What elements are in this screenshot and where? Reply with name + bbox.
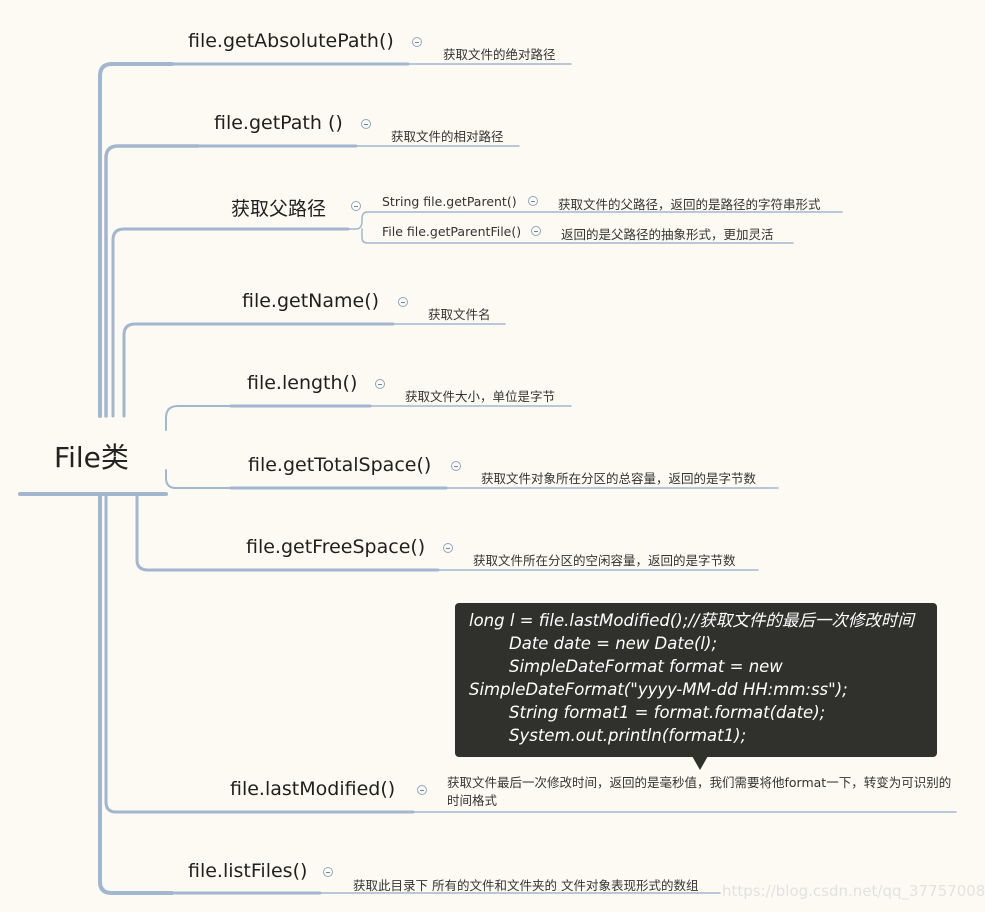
note-line: Date date = new Date(l); [509, 634, 718, 653]
collapse-icon[interactable] [412, 37, 422, 47]
branch-getabsolutepath[interactable]: file.getAbsolutePath() [188, 30, 394, 52]
branch-lastmodified[interactable]: file.lastModified() [230, 778, 396, 800]
collapse-icon[interactable] [531, 226, 541, 236]
desc-listfiles: 获取此目录下 所有的文件和文件夹的 文件对象表现形式的数组 [353, 878, 699, 893]
collapse-icon[interactable] [361, 119, 371, 129]
desc-getparent: 获取文件的父路径，返回的是路径的字符串形式 [558, 197, 821, 212]
branch-getfreespace[interactable]: file.getFreeSpace() [246, 536, 426, 558]
collapse-icon[interactable] [528, 196, 538, 206]
note-line: System.out.println(format1); [509, 726, 747, 745]
note-line: SimpleDateFormat("yyyy-MM-dd HH:mm:ss"); [469, 680, 848, 699]
sub-getparentfile[interactable]: File file.getParentFile() [382, 224, 522, 239]
code-note-tooltip: long l = file.lastModified();//获取文件的最后一次… [455, 603, 937, 770]
branch-getpath[interactable]: file.getPath () [214, 112, 343, 134]
desc-lastmodified: 获取文件最后一次修改时间，返回的是毫秒值，我们需要将他format一下，转变为可… [447, 775, 952, 808]
branch-getname[interactable]: file.getName() [242, 290, 380, 312]
collapse-icon[interactable] [451, 461, 461, 471]
desc-gettotalspace: 获取文件对象所在分区的总容量，返回的是字节数 [481, 471, 757, 486]
branch-get-parent-path[interactable]: 获取父路径 [231, 198, 327, 220]
sub-getparent[interactable]: String file.getParent() [382, 194, 517, 209]
collapse-icon[interactable] [375, 379, 385, 389]
desc-getfreespace: 获取文件所在分区的空闲容量，返回的是字节数 [473, 553, 736, 568]
desc-getabsolutepath: 获取文件的绝对路径 [443, 47, 556, 62]
branch-gettotalspace[interactable]: file.getTotalSpace() [248, 454, 432, 476]
note-line: String format1 = format.format(date); [509, 703, 826, 722]
collapse-icon[interactable] [417, 785, 427, 795]
root-label: File类 [54, 441, 129, 474]
note-line: long l = file.lastModified();//获取文件的最后一次… [469, 611, 914, 630]
collapse-icon[interactable] [398, 297, 408, 307]
root-node[interactable]: File类 [54, 436, 129, 476]
watermark: https://blog.csdn.net/qq_37757008 [722, 882, 985, 900]
branch-listfiles[interactable]: file.listFiles() [188, 860, 308, 882]
desc-getpath: 获取文件的相对路径 [391, 129, 504, 144]
note-line: SimpleDateFormat format = new [509, 657, 783, 676]
desc-getname: 获取文件名 [428, 307, 491, 322]
desc-length: 获取文件大小，单位是字节 [405, 389, 556, 404]
desc-getparentfile: 返回的是父路径的抽象形式，更加灵活 [561, 227, 774, 242]
collapse-icon[interactable] [443, 543, 453, 553]
collapse-icon[interactable] [323, 867, 333, 877]
collapse-icon[interactable] [351, 201, 361, 211]
branch-length[interactable]: file.length() [247, 372, 358, 394]
